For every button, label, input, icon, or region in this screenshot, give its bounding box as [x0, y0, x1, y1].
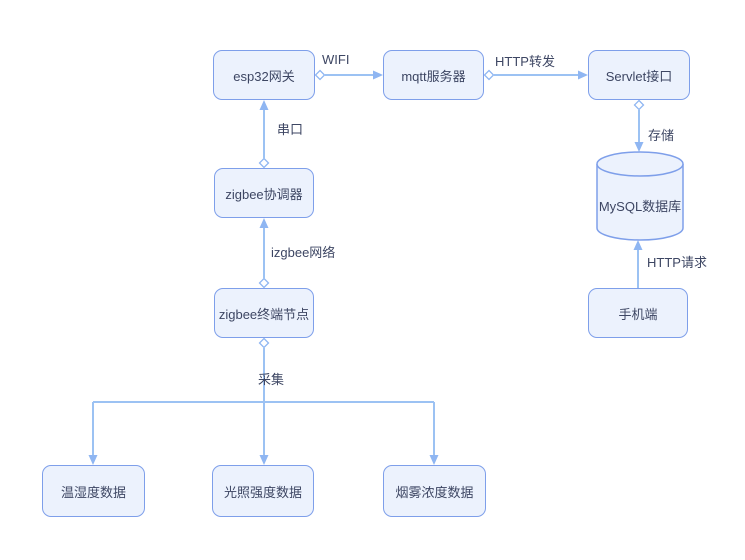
- edge-label-serial-port: 串口: [277, 122, 304, 137]
- cylinder-body: [596, 164, 684, 241]
- edge-http-forward: [483, 69, 588, 81]
- edge-http-request: [633, 240, 643, 288]
- node-label: MySQL数据库: [598, 198, 682, 214]
- edge-store: [633, 99, 645, 152]
- arrowhead: [373, 70, 383, 80]
- node-mqtt-server[interactable]: mqtt服务器: [383, 50, 484, 100]
- diamond-connector: [258, 337, 270, 349]
- node-label: Servlet接口: [605, 68, 673, 84]
- arrowhead: [259, 218, 269, 228]
- diamond-connector: [258, 277, 270, 289]
- node-smoke-density-data[interactable]: 烟雾浓度数据: [383, 465, 486, 517]
- node-label: 烟雾浓度数据: [395, 484, 474, 500]
- node-label: 手机端: [618, 306, 658, 322]
- diamond-connector: [314, 69, 326, 81]
- edge-label-collect: 采集: [258, 372, 285, 387]
- node-label: 温湿度数据: [60, 484, 126, 500]
- node-zigbee-coordinator[interactable]: zigbee协调器: [214, 168, 314, 218]
- diamond-connector: [483, 69, 495, 81]
- diamond-connector: [633, 99, 645, 111]
- arrowhead: [429, 455, 439, 465]
- node-servlet-api[interactable]: Servlet接口: [588, 50, 690, 100]
- node-temp-humidity-data[interactable]: 温湿度数据: [42, 465, 145, 517]
- node-mysql-db-label: MySQL数据库: [597, 192, 683, 218]
- arrowhead: [88, 455, 98, 465]
- arrowhead: [259, 100, 269, 110]
- edge-collect: [88, 337, 439, 465]
- node-mysql-db-shape[interactable]: [596, 151, 684, 241]
- node-label: 光照强度数据: [223, 484, 302, 500]
- edge-label-wifi: WIFI: [322, 52, 350, 67]
- node-mobile-client[interactable]: 手机端: [588, 288, 688, 338]
- node-label: zigbee终端节点: [218, 306, 310, 322]
- edge-serial-port: [258, 100, 270, 169]
- diamond-connector: [258, 157, 270, 169]
- edge-zigbee-network: [258, 218, 270, 289]
- arrowhead: [578, 70, 588, 80]
- edge-label-http-request: HTTP请求: [647, 255, 707, 270]
- node-label: mqtt服务器: [401, 68, 466, 84]
- cylinder-top: [596, 151, 684, 177]
- edge-label-zigbee-network: izgbee网络: [271, 245, 336, 260]
- arrowhead: [633, 240, 643, 250]
- arrowhead: [259, 455, 269, 465]
- edge-wifi: [314, 69, 383, 81]
- node-label: esp32网关: [233, 68, 295, 84]
- node-zigbee-end-node[interactable]: zigbee终端节点: [214, 288, 314, 338]
- arrowhead: [634, 142, 644, 152]
- node-light-intensity-data[interactable]: 光照强度数据: [212, 465, 314, 517]
- edge-label-store: 存储: [648, 128, 675, 143]
- edge-label-http-forward: HTTP转发: [495, 54, 555, 69]
- node-esp32-gateway[interactable]: esp32网关: [213, 50, 315, 100]
- node-label: zigbee协调器: [225, 186, 303, 202]
